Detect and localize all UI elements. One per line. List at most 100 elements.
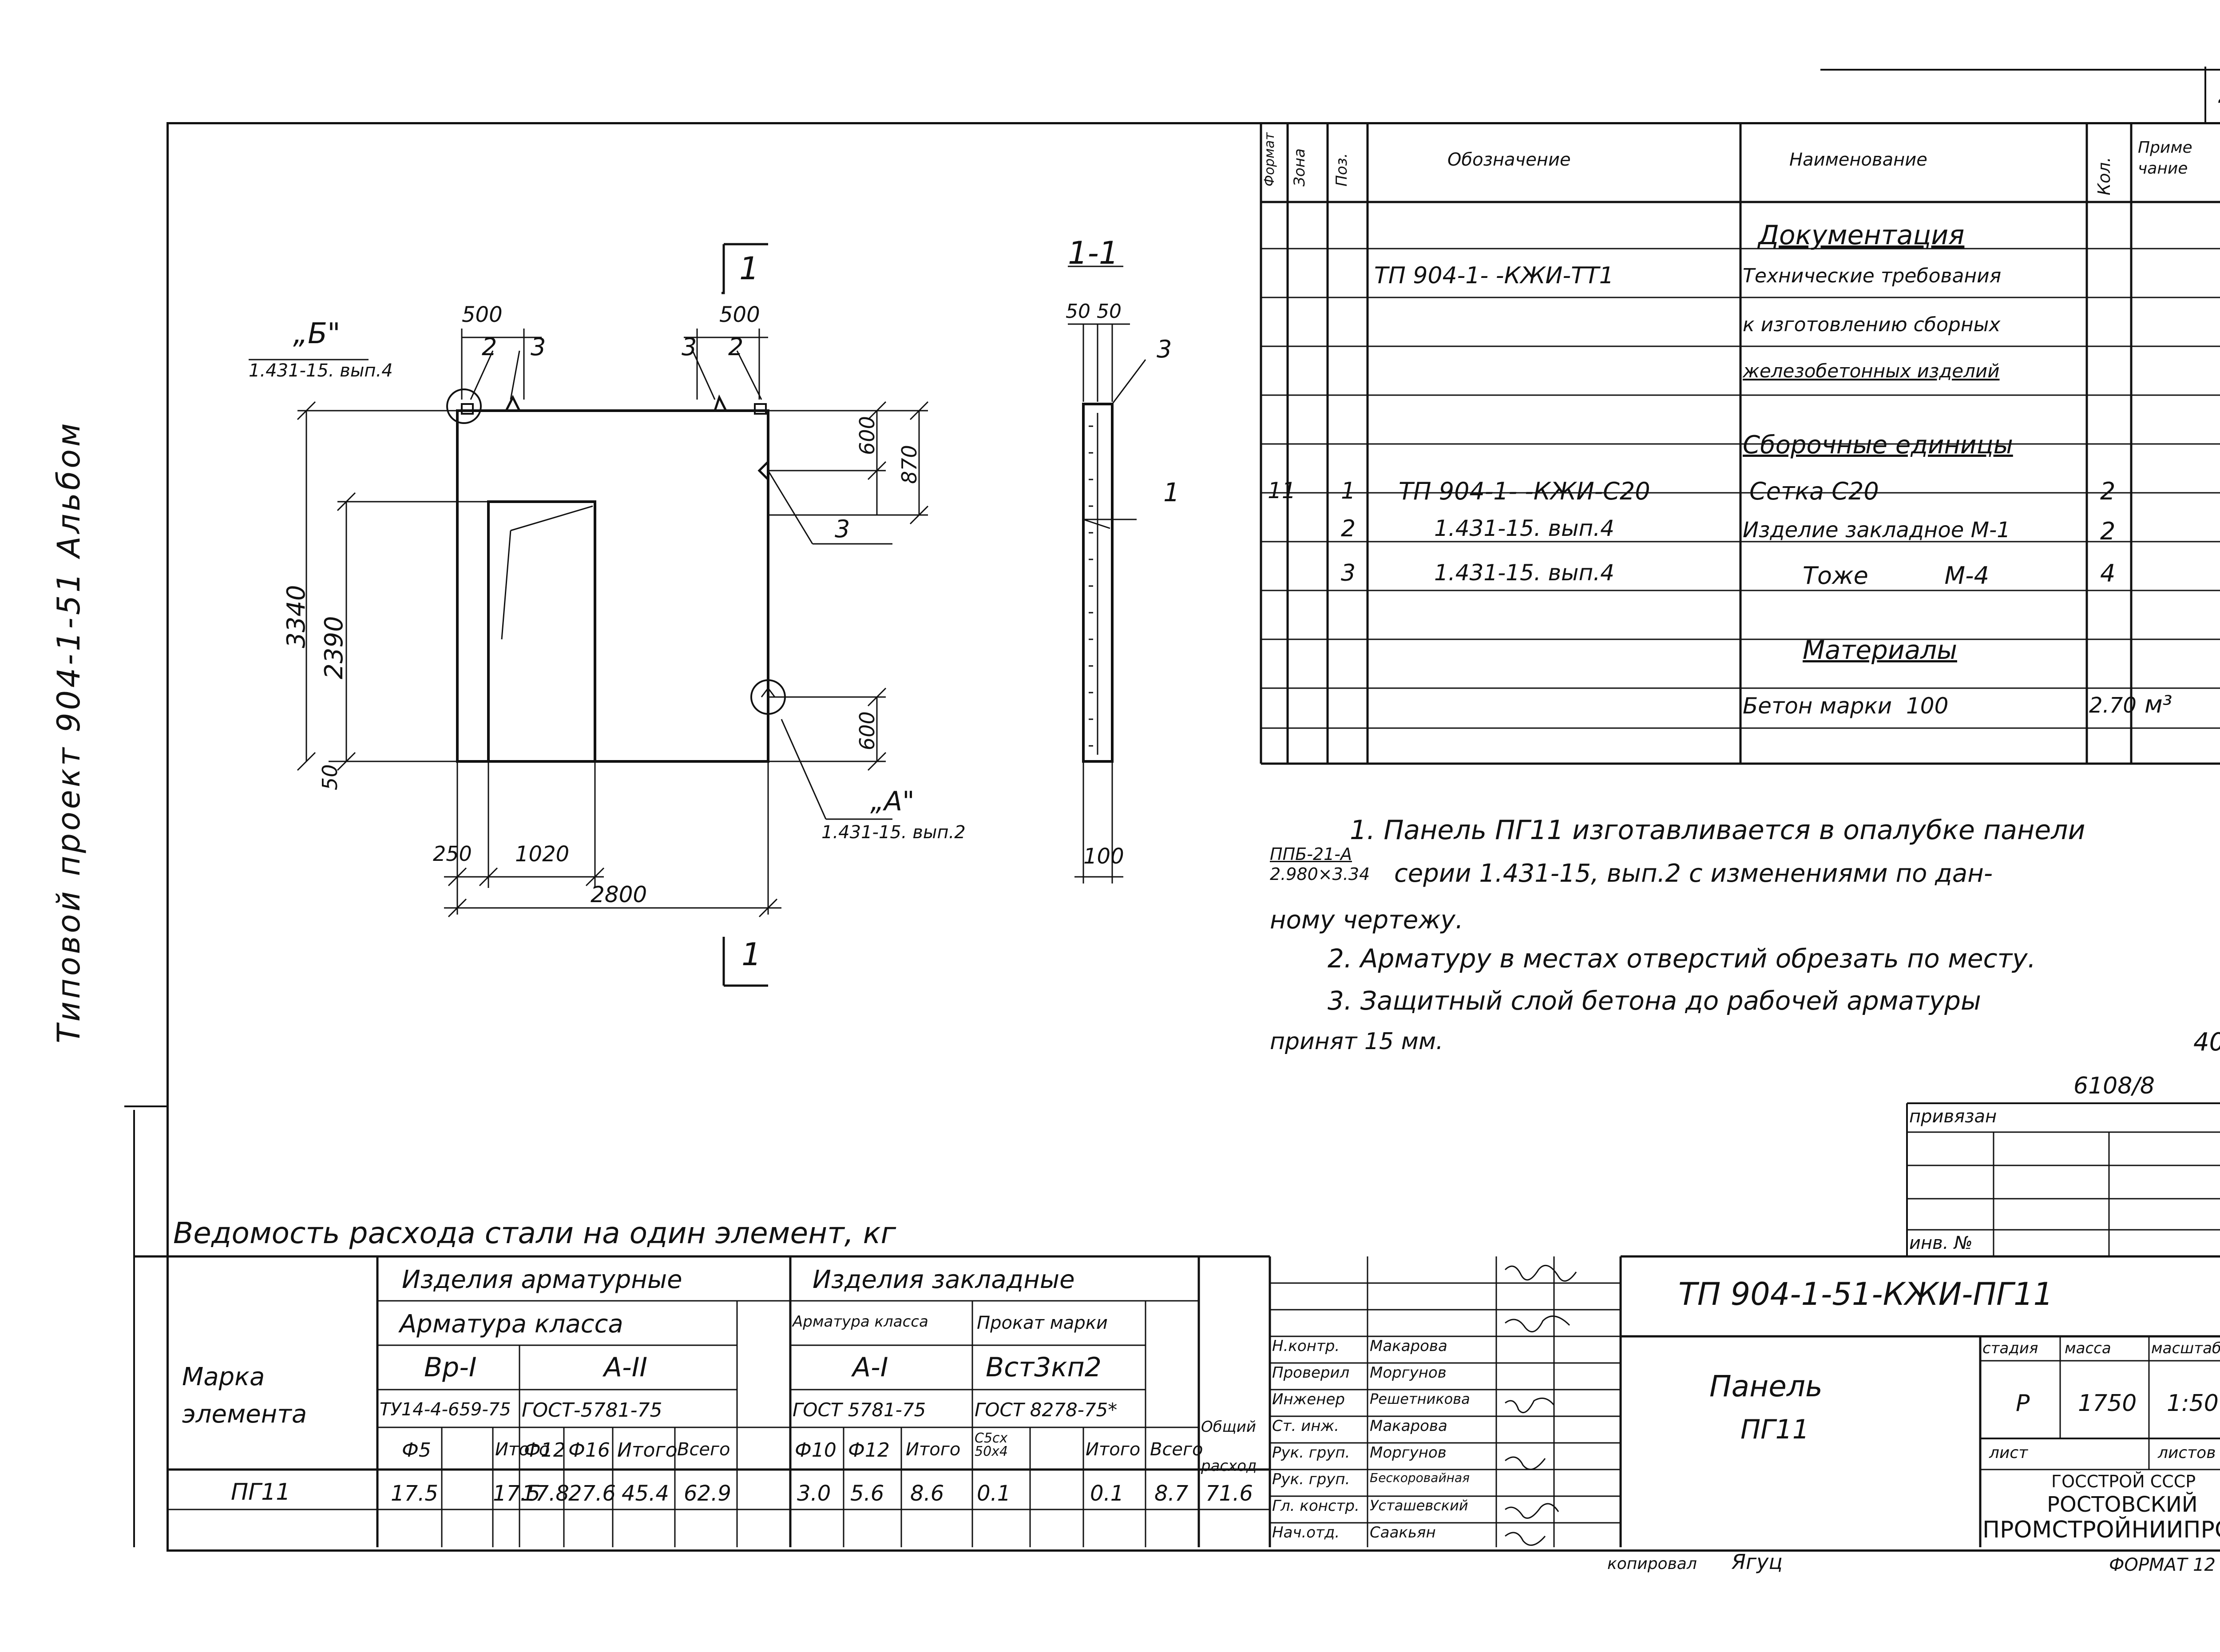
stamp-scale-header: масштаб	[2151, 1339, 2220, 1357]
stamp-person: Макарова	[1370, 1337, 1447, 1355]
stamp-role: Рук. груп.	[1272, 1444, 1350, 1462]
stamp-inv: инв. №	[1909, 1233, 1973, 1253]
spec-row-name: Технические требования	[1743, 265, 2002, 287]
stamp-person: Усташевский	[1370, 1497, 1468, 1514]
steel-col-header: Итого	[1086, 1439, 1141, 1460]
dim-870: 870	[897, 445, 921, 484]
steel-col-header: Ф5	[402, 1439, 431, 1462]
dim-500-left: 500	[462, 302, 503, 327]
note-2: 2. Арматуру в местах отверстий обрезать …	[1328, 943, 2036, 974]
steel-col-header: Всего	[1150, 1439, 1203, 1460]
steel-title: Ведомость расхода стали на один элемент,…	[173, 1216, 896, 1250]
steel-col-header: Ф12	[524, 1439, 566, 1462]
node-a-ref: 1.431-15. вып.2	[821, 822, 966, 843]
spec-row-name: Сетка С20	[1749, 477, 1879, 505]
section-dim-50-50: 50 50	[1066, 300, 1122, 323]
section-pos-1: 1	[1163, 477, 1180, 507]
node-b-ref: 1.431-15. вып.4	[249, 361, 393, 381]
note-3a: 3. Защитный слой бетона до рабочей армат…	[1328, 986, 1981, 1016]
dim-600-bottom: 600	[855, 711, 879, 750]
section-label: 1-1	[1068, 235, 1119, 271]
steel-cell: 62.9	[684, 1481, 731, 1506]
spec-header-zone: Зона	[1291, 148, 1308, 186]
steel-row-mark: ПГ11	[231, 1479, 291, 1505]
sheet-number-box-top	[1820, 69, 2220, 71]
spec-row-designation: ТП 904-1- -КЖИ-ТТ1	[1374, 262, 1614, 289]
stamp-role: Рук. груп.	[1272, 1470, 1350, 1488]
steel-cell: 45.4	[622, 1481, 669, 1506]
steel-class-a1: А-I	[852, 1352, 888, 1383]
steel-cell: 5.6	[850, 1481, 884, 1506]
dim-1020: 1020	[515, 842, 570, 867]
spec-header-note: Приме чание	[2138, 139, 2192, 178]
pos-3-side: 3	[835, 515, 850, 543]
steel-cell: 17.5	[391, 1481, 438, 1506]
spec-row-name: к изготовлению сборных	[1743, 313, 2001, 336]
spec-header-name: Наименование	[1789, 150, 1927, 170]
steel-cell: 8.6	[910, 1481, 944, 1506]
dim-2390: 2390	[320, 616, 349, 679]
margin-divider	[124, 1105, 166, 1107]
stamp-person: Саакьян	[1370, 1524, 1436, 1541]
spec-header-pos: Поз.	[1333, 153, 1351, 186]
pos-3-right: 3	[682, 333, 697, 361]
sheet-number-box-line	[2204, 67, 2206, 122]
spec-row-designation: 1.431-15. вып.4	[1434, 515, 1614, 541]
pos-2-right: 2	[728, 333, 744, 361]
steel-cell: 0.1	[1090, 1481, 1124, 1506]
spec-row-designation: ТП 904-1- -КЖИ-С20	[1399, 477, 1650, 505]
spec-row-qty: 2	[2100, 517, 2116, 545]
stamp-name-1: Панель	[1709, 1369, 1823, 1403]
stamp-mass-header: масса	[2065, 1339, 2111, 1357]
stamp-person: Решетникова	[1370, 1391, 1470, 1407]
pos-2-left: 2	[482, 333, 497, 361]
stamp-role: Проверил	[1272, 1364, 1350, 1382]
stamp-scale: 1:50	[2167, 1390, 2219, 1417]
spec-section-documentation: Документация	[1758, 220, 1965, 251]
steel-class-a2: А-II	[604, 1352, 648, 1383]
format-label: ФОРМАТ 12	[2109, 1555, 2216, 1575]
steel-col-header: Ф12	[848, 1439, 890, 1462]
section-pos-3: 3	[1157, 335, 1172, 363]
note-3b: принят 15 мм.	[1270, 1028, 1443, 1055]
spec-row-note: м³	[2145, 690, 2172, 718]
steel-col-header: Итого	[906, 1439, 961, 1460]
stamp-stage: Р	[2016, 1390, 2030, 1417]
steel-col-header: Итого	[495, 1439, 550, 1460]
note-1-frac-top: ППБ-21-А	[1270, 844, 1352, 864]
steel-h-arm-class: Арматура класса	[400, 1310, 623, 1339]
steel-cell: 17.5	[493, 1481, 540, 1506]
note-1c: ному чертежу.	[1270, 906, 1463, 935]
archive-number: 6108/8	[2073, 1073, 2155, 1099]
spec-header-designation: Обозначение	[1447, 150, 1571, 170]
steel-col-header: Всего	[677, 1439, 730, 1460]
stamp-stage-header: стадия	[1982, 1339, 2038, 1357]
steel-h-zaklad: Изделия закладные	[813, 1265, 1075, 1294]
steel-cell: 27.6	[568, 1481, 616, 1506]
spec-row-qty: 2	[2100, 477, 2116, 505]
steel-mark-label: Марка элемента	[182, 1363, 307, 1429]
stamp-org-1: ГОССТРОЙ СССР	[2051, 1472, 2196, 1491]
stamp-person: Бескоровайная	[1370, 1470, 1470, 1485]
spec-row-pos: 2	[1341, 515, 1356, 542]
stamp-person: Макарова	[1370, 1417, 1447, 1435]
node-b-label: „Б"	[293, 317, 341, 350]
stamp-name-2: ПГ11	[1740, 1414, 1809, 1445]
steel-cell: 0.1	[977, 1481, 1011, 1506]
spec-section-assembly: Сборочные единицы	[1743, 431, 2013, 460]
steel-std-gost8278: ГОСТ 8278-75*	[975, 1399, 1118, 1421]
note-1-frac-bottom: 2.980×3.34	[1270, 864, 1370, 884]
steel-col-header: Итого	[617, 1439, 678, 1462]
steel-class-bp1: Bр-I	[424, 1352, 477, 1383]
spec-header-qty: Кол.	[2094, 157, 2114, 195]
node-a-label: „А"	[870, 786, 915, 817]
steel-std-gost5781b: ГОСТ 5781-75	[793, 1399, 926, 1421]
note-1a: 1. Панель ПГ11 изготавливается в опалубк…	[1350, 815, 2085, 846]
steel-col-header: Ф10	[795, 1439, 836, 1462]
dim-2800: 2800	[591, 882, 647, 907]
steel-cell: 3.0	[797, 1481, 831, 1506]
sheet-number-repeat: 40	[2193, 1028, 2220, 1057]
spec-header-format: Формат	[1262, 132, 1277, 186]
spec-row-qty: 2.70	[2089, 693, 2137, 718]
